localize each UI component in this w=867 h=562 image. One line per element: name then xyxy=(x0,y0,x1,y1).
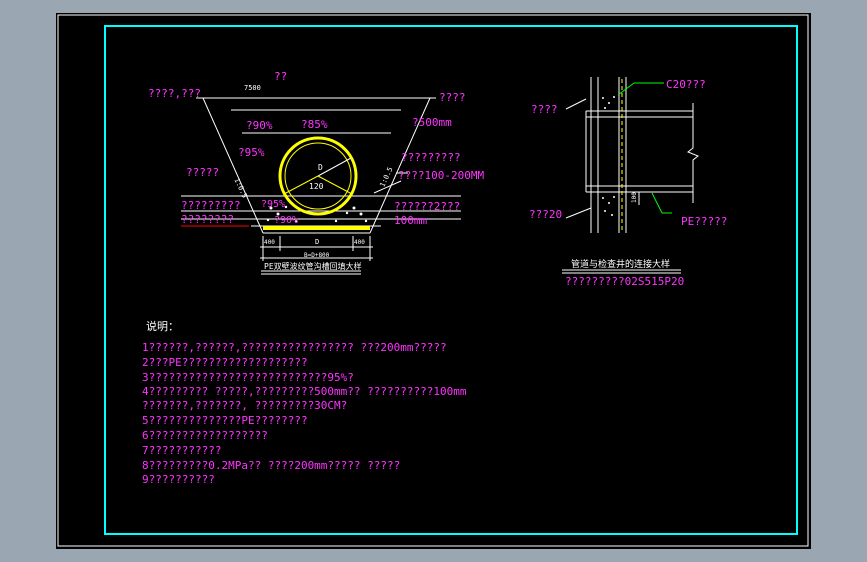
right-label-2: ????100-200MM xyxy=(398,169,484,182)
dim-left: 400 xyxy=(264,239,275,246)
trench-caption: PE双壁波纹管沟槽回填大样 xyxy=(264,261,362,271)
c20-leader xyxy=(617,82,635,96)
drawing-sheet: ?? 7500 ????,??? ???? ?90% ?85% ?95% ???… xyxy=(56,13,811,549)
side-label: ????? xyxy=(186,166,219,179)
note-line: 4????????? ?????,?????????500mm?? ??????… xyxy=(142,385,467,398)
angle-label: 120 xyxy=(309,182,324,191)
trench-section: ?? 7500 ????,??? ???? ?90% ?85% ?95% ???… xyxy=(148,70,484,275)
dim-right: 400 xyxy=(354,239,365,246)
gravel-dots xyxy=(266,205,368,223)
c20-label: C20??? xyxy=(666,78,706,91)
note-line: 6?????????????????? xyxy=(142,429,268,442)
compaction-left: ?90% xyxy=(246,119,273,132)
compaction-top: ?85% xyxy=(301,118,328,131)
leader-line xyxy=(373,180,402,194)
dim-bottom: B=D+800 xyxy=(304,252,330,259)
note-line: 2???PE??????????????????? xyxy=(142,356,308,369)
depth-label: ?500mm xyxy=(412,116,452,129)
note-line: 9?????????? xyxy=(142,473,215,486)
concrete-hatch xyxy=(602,96,615,216)
angle-line xyxy=(317,175,353,195)
note-line: 3???????????????????????????95%? xyxy=(142,371,354,384)
note-line: ???????,???????, ?????????30CM? xyxy=(142,399,347,412)
left-leader xyxy=(565,207,592,219)
top-sub-label: 7500 xyxy=(244,84,261,92)
bedding-strip xyxy=(263,226,370,230)
connection-caption: 管道与检查井的连接大样 xyxy=(571,258,670,270)
inner-frame xyxy=(104,25,798,535)
note-line: 7??????????? xyxy=(142,444,221,457)
bed-left-1: ????????? xyxy=(181,199,241,212)
top-left-label: ????,??? xyxy=(148,87,201,100)
notes-heading: 说明： xyxy=(146,319,179,333)
cad-drawing: ?? 7500 ????,??? ???? ?90% ?85% ?95% ???… xyxy=(57,14,809,547)
compaction-side: ?95% xyxy=(238,146,265,159)
left-label-top: ???? xyxy=(531,103,558,116)
pipe-d-label: D xyxy=(318,163,323,172)
notes: 说明： 1??????,??????,????????????????? ???… xyxy=(142,319,467,486)
left-label-bottom: ???20 xyxy=(529,208,562,221)
diameter-line xyxy=(317,157,352,177)
outer-frame xyxy=(57,14,809,547)
right-label-1: ????????? xyxy=(401,151,461,164)
dim-center: D xyxy=(315,238,319,246)
right-label-3: ??????2??? xyxy=(394,200,460,213)
note-line: 5??????????????PE???????? xyxy=(142,414,308,427)
left-leader xyxy=(565,98,587,110)
pipe-outer-wall xyxy=(278,136,358,216)
top-right-label: ???? xyxy=(439,91,466,104)
right-label-4: 100mm xyxy=(394,214,427,227)
dim-vertical: 100 xyxy=(631,192,638,203)
bed-95: ?95% xyxy=(261,199,285,210)
bed-left-2: ???????? xyxy=(181,213,234,226)
note-line: 1??????,??????,????????????????? ???200m… xyxy=(142,341,447,354)
pe-label: PE????? xyxy=(681,215,727,228)
pipe-inner-wall xyxy=(284,142,352,210)
connection-ref: ?????????02S515P20 xyxy=(565,275,684,288)
break-line xyxy=(687,103,699,203)
note-line: 8?????????0.2MPa?? ????200mm????? ????? xyxy=(142,459,400,472)
bed-90: ?90% xyxy=(274,215,298,226)
angle-line xyxy=(283,175,319,195)
connection-detail: C20??? ???? ???20 PE????? 100 管道与检查井的连接大… xyxy=(529,77,727,288)
top-label: ?? xyxy=(274,70,287,83)
pe-leader xyxy=(651,192,663,214)
